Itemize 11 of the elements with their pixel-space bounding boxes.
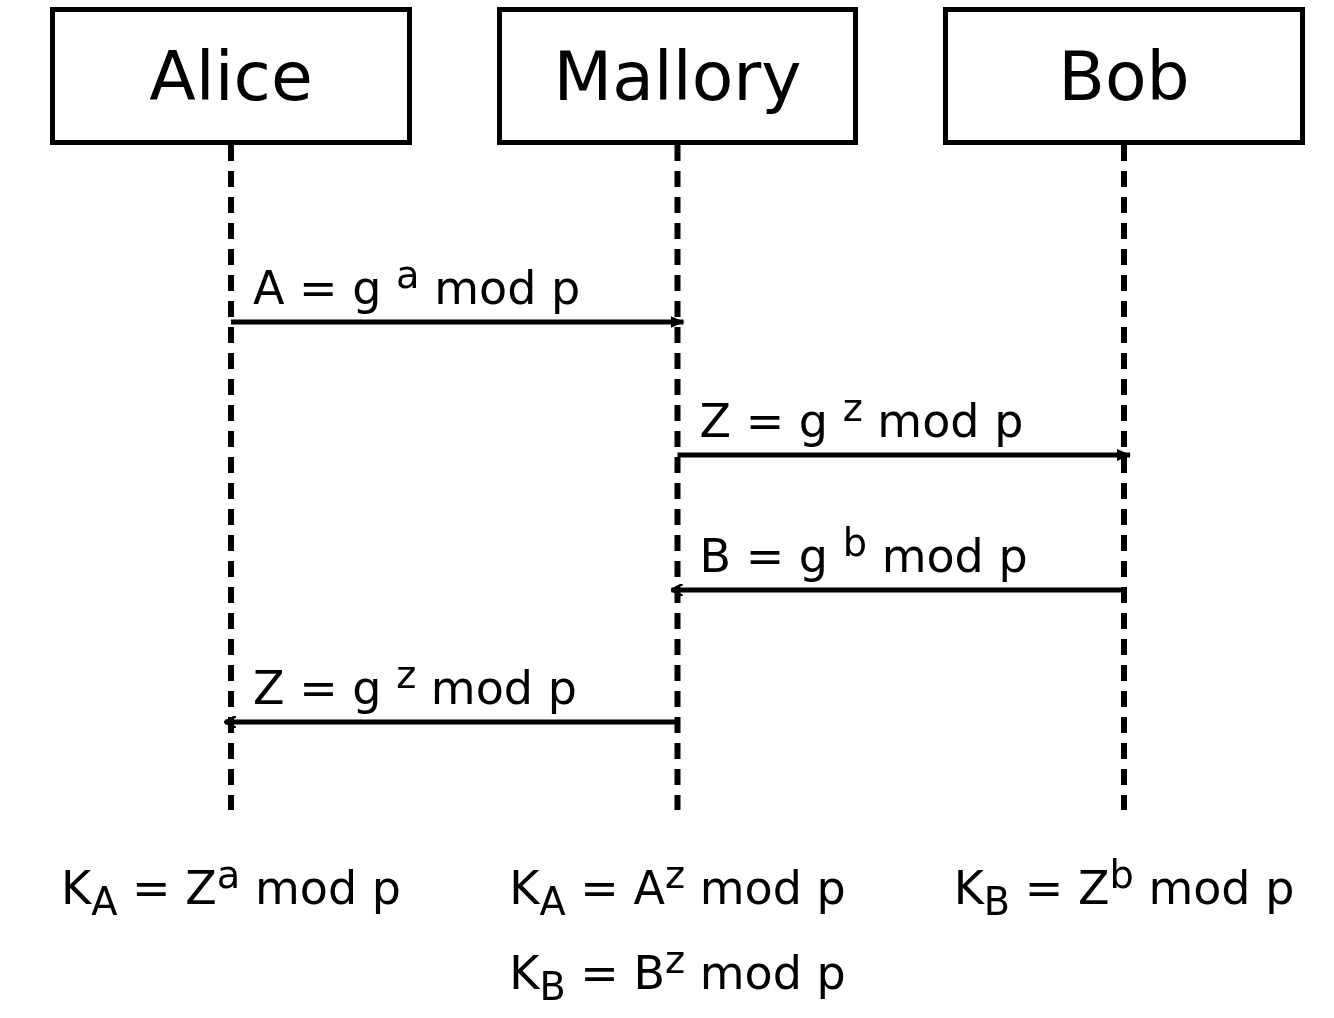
message-arrow: [670, 582, 1124, 598]
participant-box: Mallory: [497, 7, 858, 145]
message-arrow: [231, 316, 685, 328]
message-arrow: [677, 449, 1131, 461]
key-formula: K$_{B}$ = Z$^{b}$ mod p: [953, 851, 1295, 926]
key-formula: K$_{B}$ = B$^{z}$ mod p: [509, 936, 846, 1011]
participant-box: Bob: [943, 7, 1305, 145]
key-formula: K$_{A}$ = A$^{z}$ mod p: [509, 851, 846, 926]
key-formula: K$_{A}$ = Z$^{a}$ mod p: [61, 851, 401, 926]
message-arrow: [223, 714, 678, 730]
participant-box: Alice: [50, 7, 412, 145]
